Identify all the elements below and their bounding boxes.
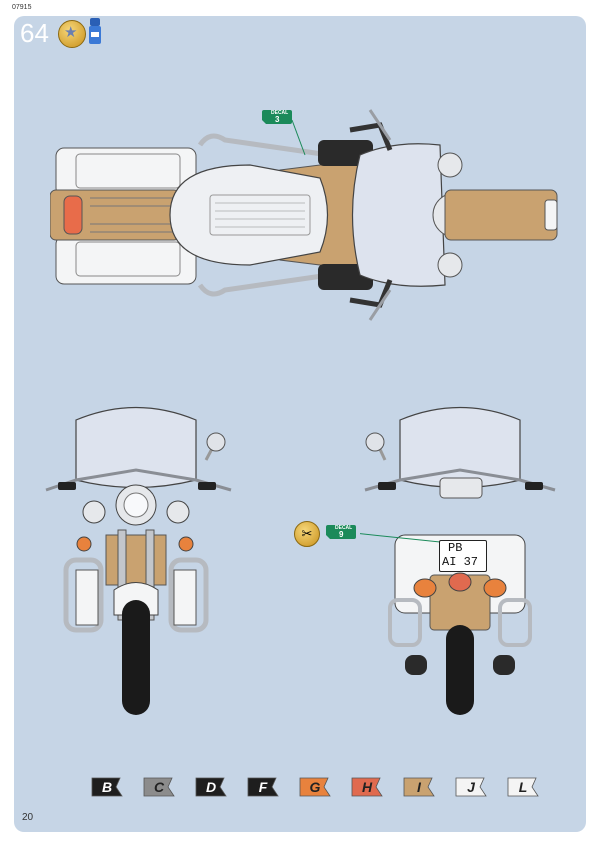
decal-9-number: 9 [339,530,344,539]
color-swatch-label: H [361,779,373,795]
color-swatch-b: B [90,776,124,798]
color-swatch-label: L [518,779,528,795]
color-swatch-j: J [454,776,488,798]
color-swatch-label: B [101,779,113,795]
license-plate: PB AI 37 [439,540,487,572]
color-swatch-label: C [153,779,165,795]
decal-3-tag: DECAL 3 [262,110,292,129]
color-swatch-c: C [142,776,176,798]
decal-9-label: DECAL [335,525,353,531]
license-plate-line1: PB [448,541,463,555]
color-swatch-label: I [417,779,421,795]
rear-view-motorcycle [360,406,556,715]
color-swatch-d: D [194,776,228,798]
front-view-motorcycle [45,406,232,715]
color-swatch-h: H [350,776,384,798]
step-number: 64 [20,18,49,48]
page-number: 20 [22,812,34,823]
color-swatch-f: F [246,776,280,798]
license-plate-line2: AI 37 [442,555,479,569]
color-swatch-label: D [205,779,217,795]
color-swatch-i: I [402,776,436,798]
product-code: 07915 [12,4,32,11]
scissors-icon: ✂ [294,521,320,547]
color-swatch-label: F [258,779,268,795]
decal-3-label: DECAL [271,110,289,116]
color-swatch-g: G [298,776,332,798]
color-swatch-label: G [309,779,321,795]
color-swatch-label: J [467,779,475,795]
decal-9-tag: DECAL 9 [326,525,356,544]
star-coin-icon: ★ [58,20,86,48]
decal-3-number: 3 [275,115,280,124]
paint-pot-icon [89,18,101,44]
top-view-motorcycle [50,109,558,321]
color-swatch-l: L [506,776,540,798]
